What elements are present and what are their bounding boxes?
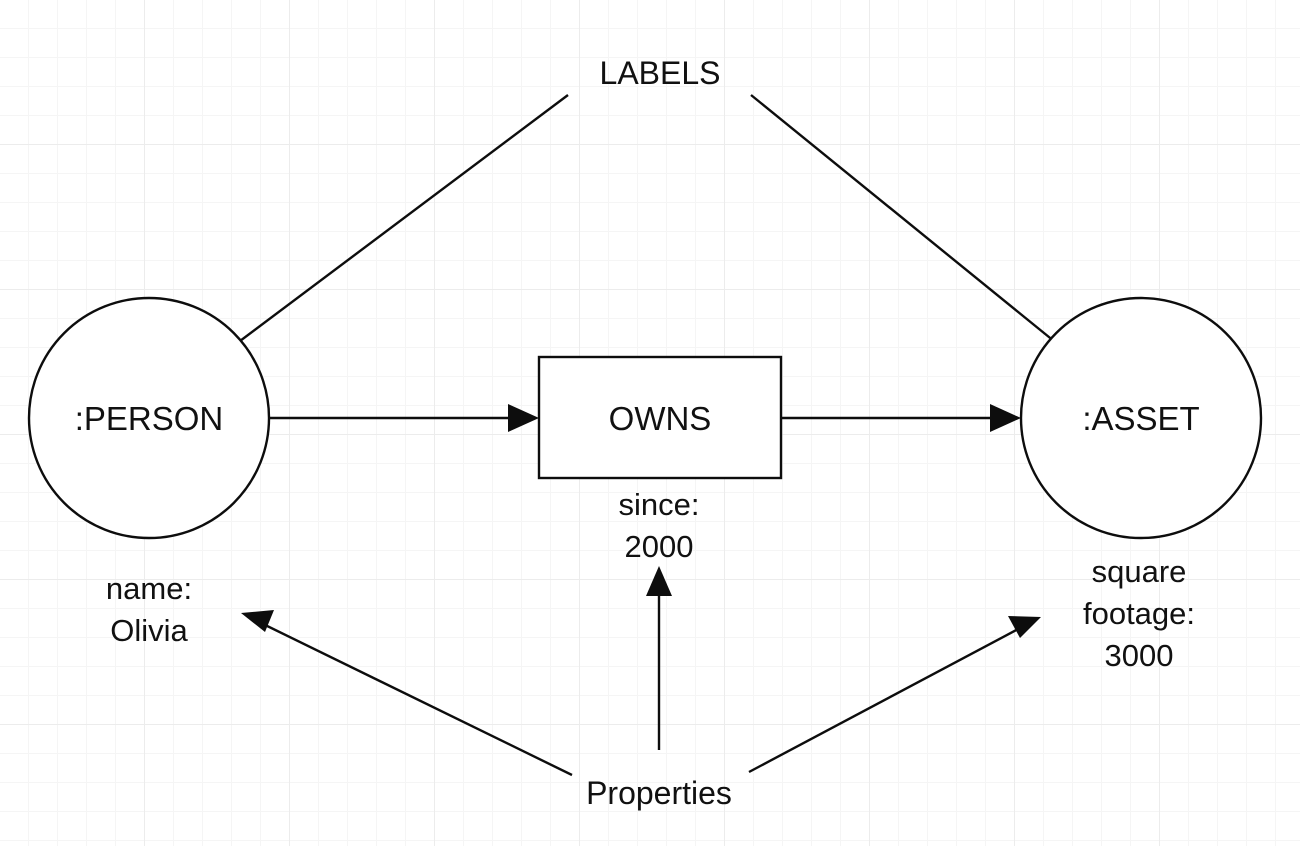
edge-owns-to-asset bbox=[781, 404, 1021, 432]
asset-property-label: square footage: 3000 bbox=[1082, 554, 1196, 673]
node-person-label: :PERSON bbox=[74, 400, 224, 437]
properties-annotation-arrow-middle bbox=[646, 566, 672, 750]
node-asset-label: :ASSET bbox=[1082, 400, 1200, 437]
edge-person-to-owns bbox=[269, 404, 539, 432]
person-property-label: name: Olivia bbox=[105, 571, 193, 648]
node-owns-label: OWNS bbox=[608, 400, 712, 437]
owns-property-label: since: 2000 bbox=[618, 487, 700, 564]
properties-annotation-arrow-left bbox=[241, 610, 573, 777]
labels-annotation-text: LABELS bbox=[599, 55, 721, 91]
properties-annotation-text: Properties bbox=[586, 775, 732, 811]
properties-annotation-arrow-right bbox=[748, 616, 1041, 774]
